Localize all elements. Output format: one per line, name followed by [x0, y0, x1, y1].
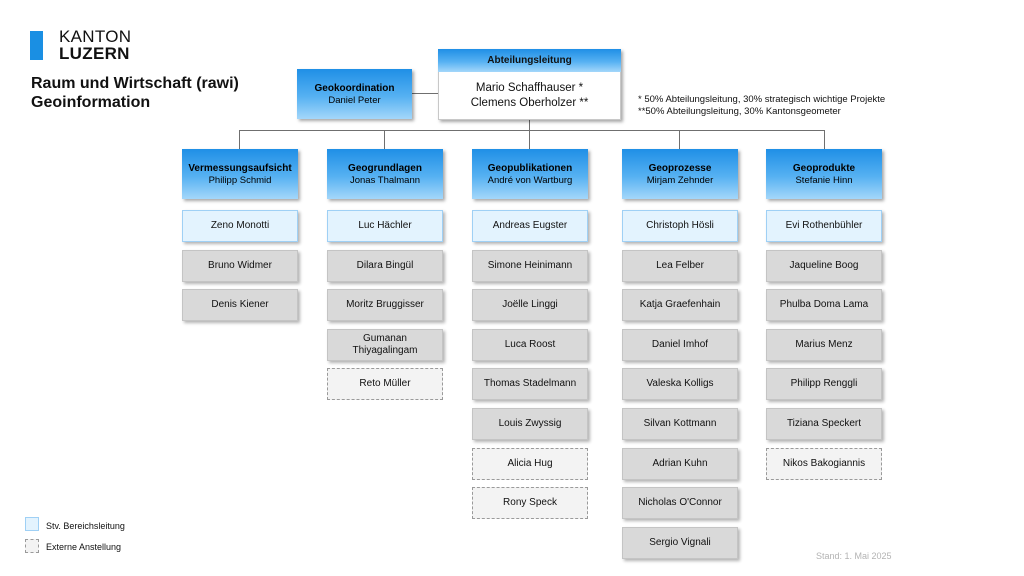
legend-deputy-swatch	[25, 517, 39, 531]
member-box: Bruno Widmer	[182, 250, 298, 282]
department-title: Geogrundlagen	[348, 162, 422, 174]
connector-horizontal-bus	[239, 130, 825, 131]
legend-extern-swatch	[25, 539, 39, 553]
member-box: Zeno Monotti	[182, 210, 298, 242]
member-box: Dilara Bingül	[327, 250, 443, 282]
stand-date: Stand: 1. Mai 2025	[816, 551, 892, 561]
connector-dept-3	[529, 130, 530, 149]
member-box: Gumanan Thiyagalingam	[327, 329, 443, 361]
footnote-2: **50% Abteilungsleitung, 30% Kantonsgeom…	[638, 106, 841, 117]
department-title: Vermessungsaufsicht	[188, 162, 292, 174]
department-lead: Mirjam Zehnder	[646, 174, 714, 186]
department-title: Geoprozesse	[648, 162, 712, 174]
member-box: Evi Rothenbühler	[766, 210, 882, 242]
member-box: Moritz Bruggisser	[327, 289, 443, 321]
logo-bar-icon	[30, 31, 43, 60]
member-box: Reto Müller	[327, 368, 443, 400]
member-box: Andreas Eugster	[472, 210, 588, 242]
logo-line-kanton: KANTON	[59, 27, 132, 46]
geokoordination-title: Geokoordination	[314, 82, 395, 94]
geokoordination-name: Daniel Peter	[328, 94, 381, 106]
member-box: Simone Heinimann	[472, 250, 588, 282]
title-line-1: Raum und Wirtschaft (rawi)	[31, 75, 239, 92]
member-box: Philipp Renggli	[766, 368, 882, 400]
member-box: Nikos Bakogiannis	[766, 448, 882, 480]
member-box: Katja Graefenhain	[622, 289, 738, 321]
member-box: Valeska Kolligs	[622, 368, 738, 400]
connector-top-vertical	[529, 120, 530, 131]
member-box: Luca Roost	[472, 329, 588, 361]
abteilungsleitung-name-1: Mario Schaffhauser *	[475, 81, 584, 94]
member-box: Phulba Doma Lama	[766, 289, 882, 321]
connector-dept-4	[679, 130, 680, 149]
member-box: Denis Kiener	[182, 289, 298, 321]
footnote-1: * 50% Abteilungsleitung, 30% strategisch…	[638, 94, 886, 105]
member-box: Lea Felber	[622, 250, 738, 282]
member-box: Rony Speck	[472, 487, 588, 519]
abteilungsleitung-box: Abteilungsleitung Mario Schaffhauser * C…	[438, 49, 621, 120]
member-box: Alicia Hug	[472, 448, 588, 480]
member-box: Christoph Hösli	[622, 210, 738, 242]
member-box: Joëlle Linggi	[472, 289, 588, 321]
department-lead: André von Wartburg	[487, 174, 573, 186]
member-box: Daniel Imhof	[622, 329, 738, 361]
title-line-2: Geoinformation	[31, 94, 151, 111]
member-box: Luc Hächler	[327, 210, 443, 242]
member-box: Thomas Stadelmann	[472, 368, 588, 400]
geokoordination-box: Geokoordination Daniel Peter	[297, 69, 412, 119]
logo-line-luzern: LUZERN	[59, 44, 130, 63]
legend-deputy-label: Stv. Bereichsleitung	[46, 521, 125, 531]
connector-dept-2	[384, 130, 385, 149]
member-box: Jaqueline Boog	[766, 250, 882, 282]
connector-dept-1	[239, 130, 240, 149]
member-box: Adrian Kuhn	[622, 448, 738, 480]
member-box: Silvan Kottmann	[622, 408, 738, 440]
department-lead: Philipp Schmid	[208, 174, 272, 186]
member-box: Marius Menz	[766, 329, 882, 361]
member-box: Nicholas O'Connor	[622, 487, 738, 519]
connector-geokoordination	[412, 93, 438, 94]
department-lead: Stefanie Hinn	[795, 174, 853, 186]
member-box: Louis Zwyssig	[472, 408, 588, 440]
abteilungsleitung-name-2: Clemens Oberholzer **	[470, 96, 589, 109]
connector-dept-5	[824, 130, 825, 149]
department-lead: Jonas Thalmann	[349, 174, 421, 186]
footnotes: * 50% Abteilungsleitung, 30% strategisch…	[638, 94, 885, 118]
member-box: Sergio Vignali	[622, 527, 738, 559]
member-box: Tiziana Speckert	[766, 408, 882, 440]
department-title: Geopublikationen	[487, 162, 573, 174]
legend-extern-label: Externe Anstellung	[46, 542, 122, 552]
page-title: Raum und Wirtschaft (rawi) Geoinformatio…	[31, 74, 239, 112]
department-title: Geoprodukte	[792, 162, 856, 174]
abteilungsleitung-title: Abteilungsleitung	[438, 49, 621, 72]
kanton-luzern-logo: KANTON LUZERN	[30, 28, 150, 64]
